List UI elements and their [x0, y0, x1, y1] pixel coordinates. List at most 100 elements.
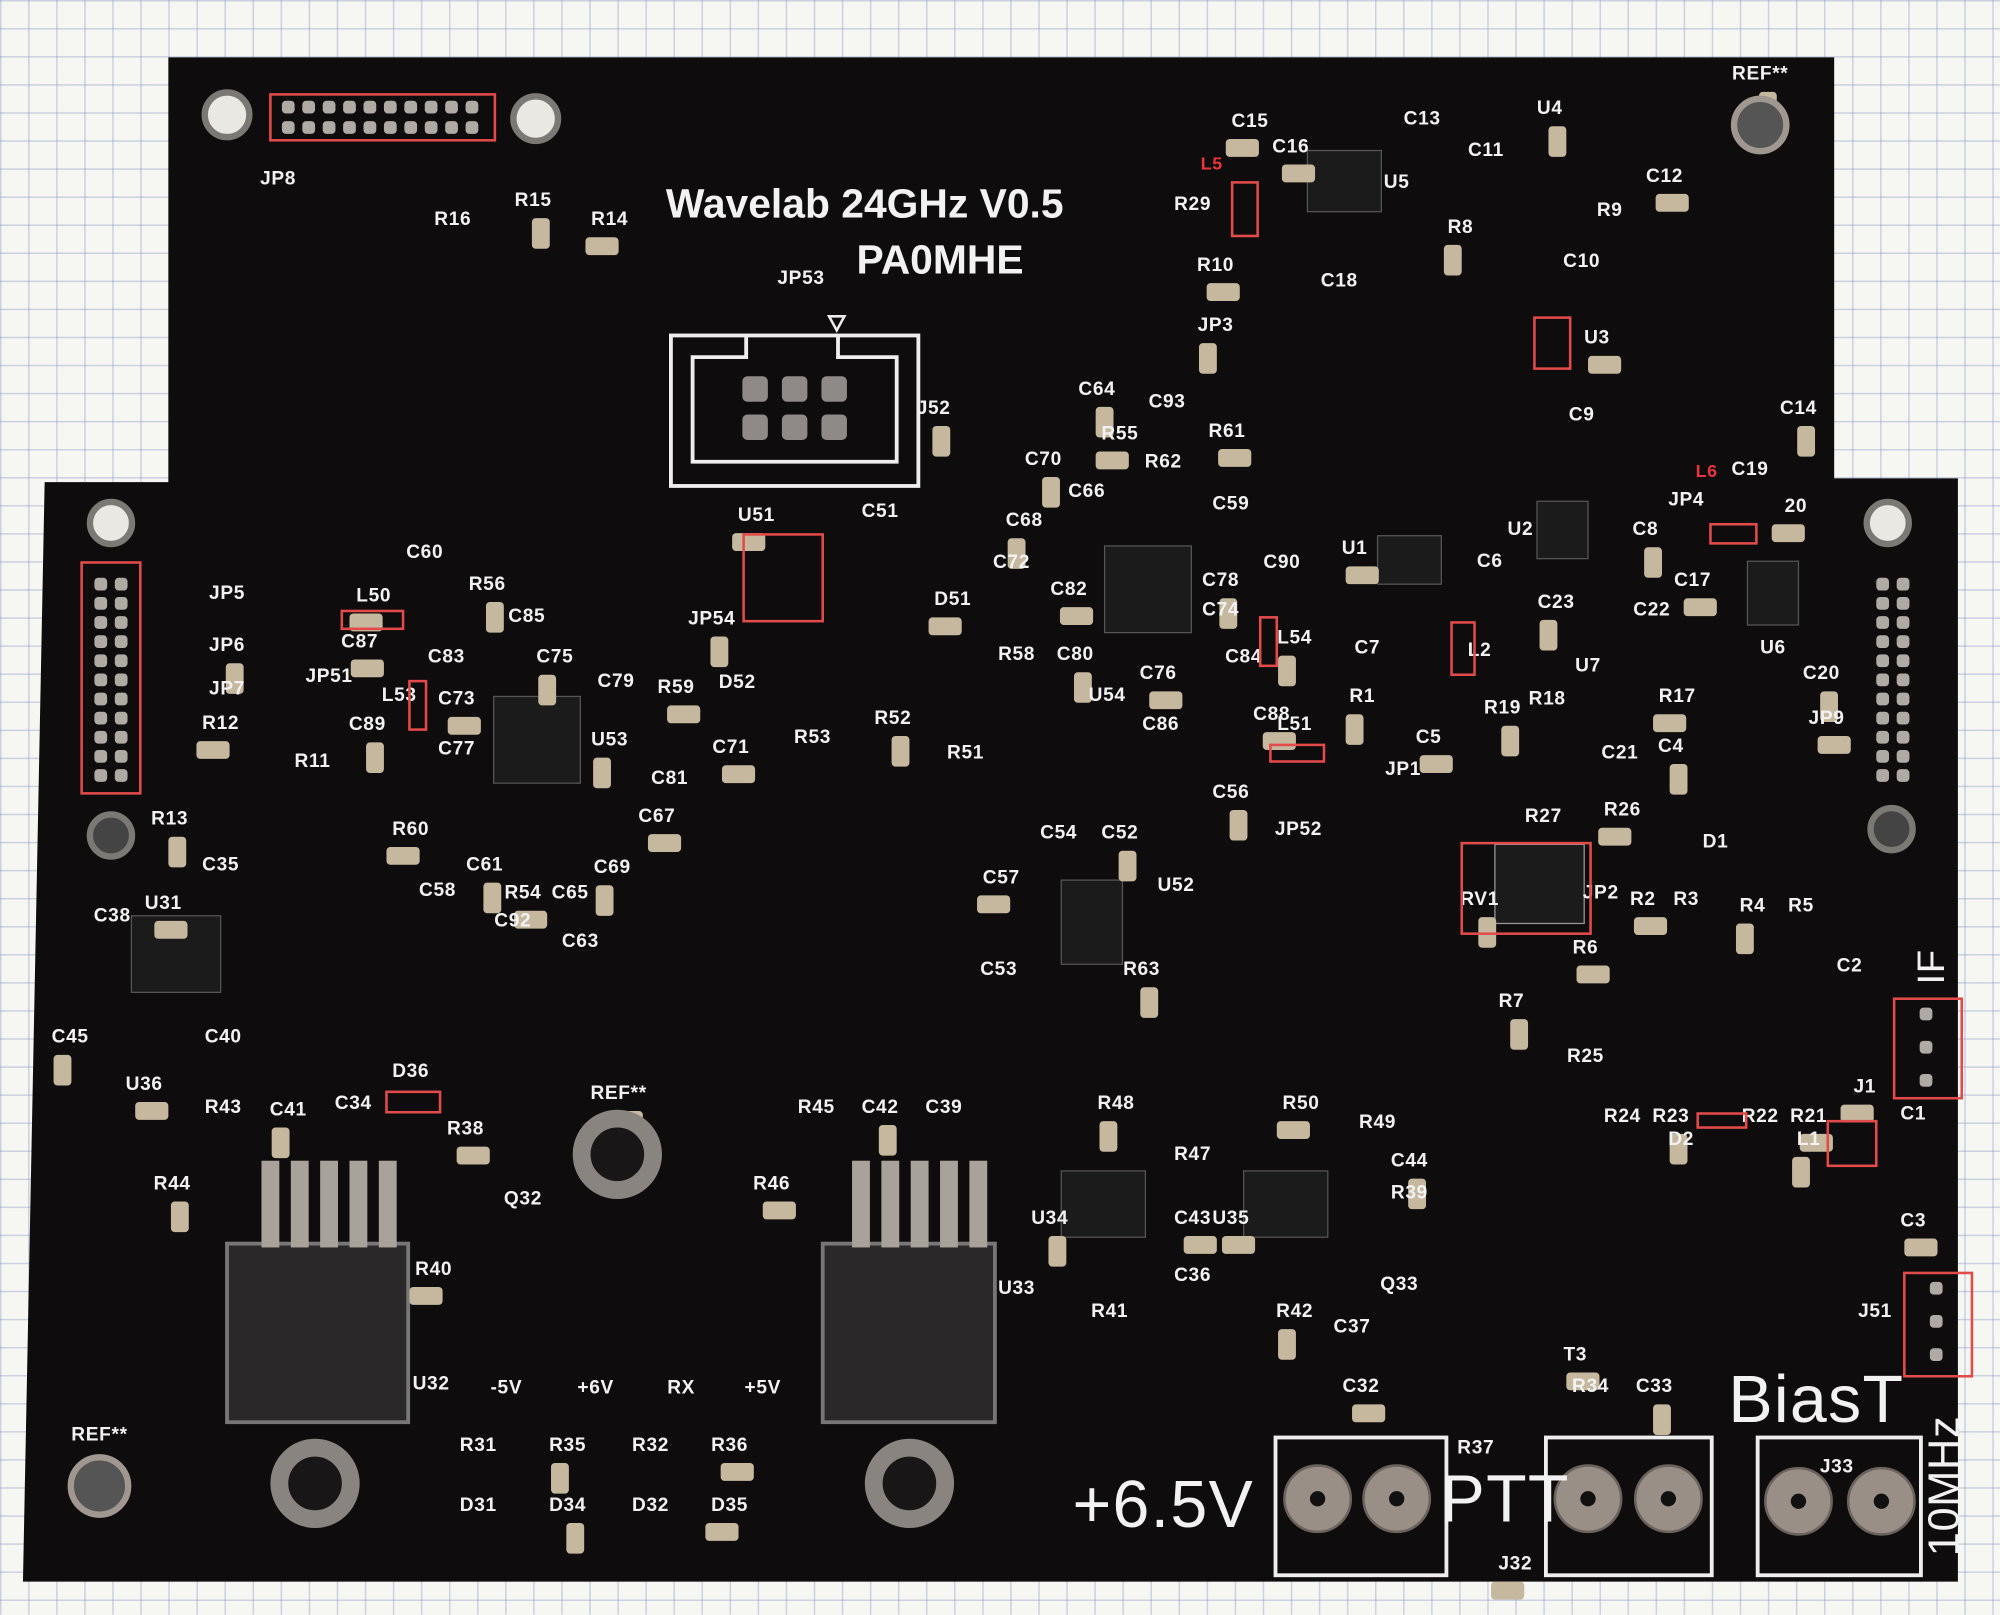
smd-part: [447, 716, 481, 735]
designator-r42: R42: [1276, 1300, 1314, 1323]
designator-jp3: JP3: [1197, 314, 1234, 337]
designator-c23: C23: [1537, 591, 1575, 613]
smd-part: [1644, 547, 1662, 578]
smd-part: [721, 765, 756, 784]
smd-part: [1408, 1178, 1427, 1210]
designator-c60: C60: [406, 541, 444, 564]
j33-outline: [1755, 1435, 1923, 1578]
smd-part: [168, 836, 187, 868]
designator-c63: C63: [561, 930, 599, 953]
header-pin: [1896, 654, 1910, 668]
highlight-box: [1450, 621, 1476, 677]
designator-c21: C21: [1601, 741, 1639, 764]
designator-r60: R60: [392, 818, 430, 840]
smd-part: [1443, 244, 1462, 276]
header-pin: [94, 654, 108, 668]
designator-jp7: JP7: [209, 677, 246, 700]
smd-part: [485, 602, 504, 633]
led-label-plus6v: +6V: [577, 1376, 614, 1399]
led-label-plus5v: +5V: [744, 1376, 782, 1399]
designator-u36: U36: [125, 1073, 163, 1096]
header-pin: [114, 596, 128, 610]
smd-part: [1219, 598, 1238, 629]
smd-part: [1655, 193, 1689, 212]
designator-d35: D35: [711, 1494, 749, 1516]
designator-l1: L1: [1796, 1128, 1821, 1150]
designator-r11: R11: [294, 750, 331, 773]
header-pin: [424, 121, 438, 134]
smd-part: [349, 613, 383, 632]
smd-part: [271, 1127, 290, 1159]
designator-r49: R49: [1359, 1111, 1397, 1134]
designator-r15: R15: [514, 189, 552, 212]
header-pin: [322, 121, 336, 134]
smd-part: [1281, 164, 1316, 183]
designator-c84: C84: [1225, 646, 1263, 668]
smd-part: [1817, 735, 1851, 754]
designator-d52: D52: [718, 671, 756, 694]
designator-r61: R61: [1208, 420, 1246, 442]
smd-part: [932, 426, 951, 457]
designator-r25: R25: [1566, 1045, 1604, 1067]
designator-r54: R54: [504, 882, 542, 904]
header-pin: [114, 673, 128, 687]
designator-r53: R53: [793, 726, 832, 749]
designator-c76: C76: [1139, 662, 1177, 685]
smd-part: [1735, 923, 1754, 955]
designator-c38: C38: [93, 904, 131, 927]
smd-part: [483, 882, 502, 914]
smd-part: [1059, 607, 1094, 625]
designator-c65: C65: [551, 882, 589, 904]
designator-u53: U53: [591, 728, 629, 751]
designator-ref: REF**: [590, 1082, 647, 1104]
designator-d34: D34: [549, 1494, 587, 1516]
smd-part: [1221, 1235, 1256, 1254]
header-pin: [94, 711, 108, 725]
u1-ic: [1376, 535, 1442, 585]
designator-r17: R17: [1658, 685, 1696, 708]
smd-part: [1218, 448, 1252, 467]
smd-part: [667, 705, 701, 724]
designator-r43: R43: [204, 1096, 242, 1118]
highlight-box: [1533, 316, 1572, 370]
j32-outline: [1544, 1435, 1714, 1578]
u54-ic: [1103, 545, 1192, 634]
designator-c22: C22: [1633, 598, 1671, 621]
header-pin: [114, 730, 128, 744]
header-pin: [114, 577, 128, 591]
smd-part: [1653, 1404, 1671, 1435]
smd-part: [1539, 619, 1558, 651]
designator-u34: U34: [1031, 1207, 1069, 1229]
header-pin: [1919, 1040, 1933, 1054]
smd-part: [585, 237, 619, 256]
header-pin: [94, 596, 108, 610]
smd-part: [196, 741, 230, 759]
header-pin: [1876, 673, 1890, 687]
if-label: IF: [1910, 949, 1953, 985]
header-pin: [114, 692, 128, 706]
designator-r59: R59: [657, 676, 695, 699]
designator-l53: L53: [381, 684, 417, 706]
header-pin: [114, 616, 128, 629]
designator-c74: C74: [1202, 598, 1240, 621]
designator-c17: C17: [1674, 569, 1712, 592]
designator-d31: D31: [459, 1494, 497, 1516]
designator-c86: C86: [1142, 713, 1180, 736]
designator-c79: C79: [597, 670, 635, 692]
designator-r41: R41: [1091, 1300, 1129, 1323]
smd-part: [1225, 139, 1259, 157]
smd-part: [977, 895, 1011, 914]
designator-r19: R19: [1484, 697, 1522, 719]
designator-c12: C12: [1646, 165, 1684, 187]
designator-r22: R22: [1741, 1105, 1779, 1127]
designator-t3: T3: [1563, 1343, 1588, 1366]
header-pin: [114, 635, 128, 648]
designator-c80: C80: [1056, 643, 1094, 666]
smd-part: [366, 742, 384, 773]
designator-r6: R6: [1572, 936, 1599, 959]
mounting-hole: [1863, 498, 1912, 548]
smd-part: [1588, 355, 1622, 374]
smd-part: [1548, 126, 1567, 157]
header-pin: [94, 749, 108, 763]
designator-jp51: JP51: [305, 665, 353, 687]
